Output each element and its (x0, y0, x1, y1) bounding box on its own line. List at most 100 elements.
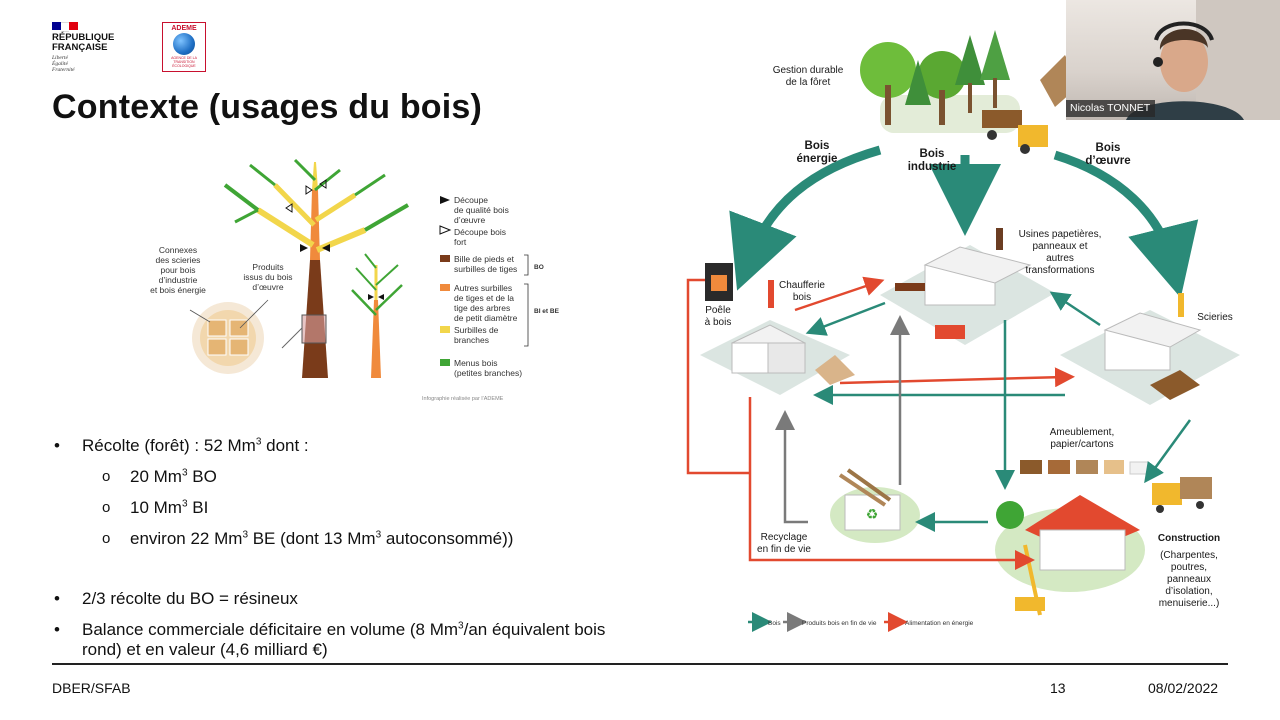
poele-icon (705, 263, 733, 301)
label-bois-industrie-2: industrie (908, 161, 957, 173)
bullet-recolte: • Récolte (forêt) : 52 Mm3 dont : (54, 436, 309, 455)
legend-item-surbilles-1: Surbilles de (454, 325, 499, 335)
label-forest-2: de la fôret (786, 77, 831, 88)
arrow-usines-chaufferie (805, 301, 886, 336)
label-recyclage-1: Recyclage (761, 532, 808, 543)
ademe-subtitle: AGENCE DE LA TRANSITION ÉCOLOGIQUE (171, 56, 197, 68)
legend-fin-de-vie: Produits bois en fin de vie (802, 620, 877, 627)
legend-item-autres-3: tige des arbres (454, 303, 510, 313)
forest-illustration (860, 30, 1080, 154)
label-construction-title: Construction (1158, 533, 1220, 544)
label-construction-5: menuiserie...) (1159, 598, 1220, 609)
legend-item-bille-1: Bille de pieds et (454, 254, 515, 264)
bullet-resineux: • 2/3 récolte du BO = résineux (54, 589, 298, 608)
legend-item-decoupe-bo-2: de qualité bois (454, 205, 509, 215)
sub-bullet-bo: o 20 Mm3 BO (102, 467, 217, 486)
legend-filled-triangle-icon (440, 196, 450, 204)
produits-label-line1: Produits (252, 262, 283, 272)
legend-open-triangle-icon (439, 225, 452, 235)
arrow-scieries-usines (1049, 291, 1101, 327)
tree-usage-figure: Connexes des scieries pour bois d’indust… (150, 158, 560, 402)
legend-item-autres-1: Autres surbilles (454, 283, 512, 293)
label-recyclage-2: en fin de vie (757, 544, 811, 555)
construction-platform (995, 495, 1145, 616)
arrow-poele-loop (686, 278, 750, 475)
connexes-label-line3: pour bois (161, 265, 196, 275)
label-poele-2: à bois (705, 317, 732, 328)
label-chaufferie-1: Chaufferie (779, 280, 825, 291)
group-bo-label: BO (534, 264, 544, 271)
footer-department: DBER/SFAB (52, 680, 131, 696)
label-construction-3: panneaux (1167, 574, 1211, 585)
republique-motto: Liberté Égalité Fraternité (52, 55, 75, 73)
label-scieries: Scieries (1197, 312, 1233, 323)
small-tree-illustration (351, 253, 403, 378)
legend-energie: Alimentation en énergie (905, 620, 974, 627)
legend-item-bois-fort-2: fort (454, 237, 467, 247)
svg-text:♻: ♻ (866, 506, 879, 522)
label-bois-energie-1: Bois (805, 140, 830, 152)
republique-name: RÉPUBLIQUE FRANÇAISE (52, 32, 115, 53)
footer-date: 08/02/2022 (1148, 680, 1219, 696)
chaufferie-platform (700, 280, 855, 395)
ademe-name: ADEME (171, 25, 197, 32)
label-chaufferie-2: bois (793, 292, 811, 303)
produits-label-line3: d’œuvre (252, 282, 283, 292)
legend-yellow-swatch (440, 326, 450, 333)
group-bi-be-label: BI et BE (534, 308, 560, 315)
label-forest-1: Gestion durable (773, 65, 844, 76)
arrow-chaufferie-scieries-red (839, 367, 1075, 388)
label-construction-4: d’isolation, (1165, 586, 1212, 597)
tree-legend: Découpe de qualité bois d’œuvre Découpe … (439, 195, 560, 378)
legend-item-autres-4: de petit diamètre (454, 313, 518, 323)
label-usines-2: panneaux et (1032, 241, 1087, 252)
label-ameublement-2: papier/cartons (1050, 439, 1113, 450)
scieries-platform (1060, 293, 1240, 405)
connexes-label-line2: des scieries (156, 255, 201, 265)
label-construction-1: (Charpentes, (1160, 550, 1218, 561)
legend-item-decoupe-bo-1: Découpe (454, 195, 488, 205)
webcam-name-label: Nicolas TONNET (1066, 100, 1156, 117)
arrow-bois-energie (729, 145, 882, 291)
legend-item-menus-1: Menus bois (454, 358, 497, 368)
connexes-label-line1: Connexes (159, 245, 197, 255)
slide-title: Contexte (usages du bois) (52, 88, 483, 126)
label-ameublement-1: Ameublement, (1050, 427, 1114, 438)
label-usines-1: Usines papetières, (1019, 229, 1102, 240)
connexes-label-line5: et bois énergie (150, 285, 206, 295)
sub-bullet-bi: o 10 Mm3 BI (102, 498, 209, 517)
ademe-logo: ADEME AGENCE DE LA TRANSITION ÉCOLOGIQUE (162, 22, 206, 72)
legend-item-surbilles-2: branches (454, 335, 489, 345)
globe-icon (173, 33, 195, 55)
main-tree-illustration (223, 158, 410, 378)
legend-bois: Bois (768, 620, 781, 627)
arrow-chaufferie-usines (794, 276, 885, 312)
label-usines-4: transformations (1026, 265, 1095, 276)
label-bois-oeuvre-1: Bois (1096, 142, 1121, 154)
footer-divider (52, 663, 1228, 665)
republique-francaise-logo: RÉPUBLIQUE FRANÇAISE Liberté Égalité Fra… (52, 22, 162, 73)
recyclage-platform: ♻ (830, 468, 920, 543)
label-construction-2: poutres, (1171, 562, 1207, 573)
legend-brown-swatch (440, 255, 450, 262)
legend-item-bille-2: surbilles de tiges (454, 264, 517, 274)
bullet-balance: • Balance commerciale déficitaire en vol… (54, 620, 606, 659)
person-silhouette (1126, 0, 1280, 120)
produits-label-line2: issus du bois (243, 272, 292, 282)
ameublement-icons (1020, 460, 1149, 475)
arrow-bois-oeuvre (1053, 150, 1199, 298)
label-usines-3: autres (1046, 253, 1074, 264)
label-bois-industrie-1: Bois (920, 148, 945, 160)
legend-item-menus-2: (petites branches) (454, 368, 522, 378)
legend-item-autres-2: de tiges et de la (454, 293, 514, 303)
arrow-scieries-construction (1144, 419, 1192, 484)
label-poele-1: Poêle (705, 305, 731, 316)
page-number: 13 (1050, 680, 1066, 696)
label-bois-energie-2: énergie (797, 153, 838, 165)
french-flag-icon (52, 22, 79, 32)
figure-credit: Infographie réalisée par l’ADEME (422, 396, 504, 402)
arrow-energie-construction (748, 397, 1035, 570)
wood-flow-diagram: ♻ Gestion durable de la fôret Bois énerg… (686, 30, 1240, 632)
diagram-legend: Bois Produits bois en fin de vie Aliment… (748, 612, 974, 632)
log-cross-section-icon (189, 299, 269, 374)
